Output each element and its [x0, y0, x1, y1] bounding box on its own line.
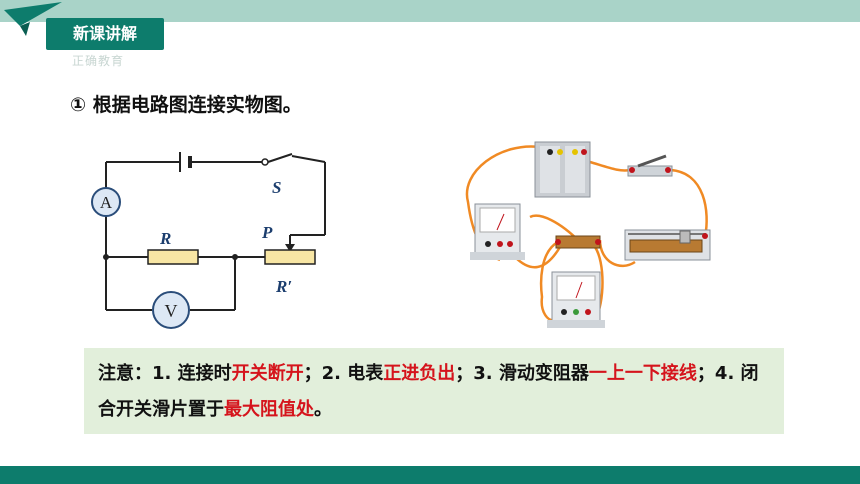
ammeter-label: A: [100, 193, 113, 212]
bottom-bar: [0, 466, 860, 484]
slider-label: P: [261, 223, 273, 242]
battery-box: [534, 141, 591, 198]
rheostat-label: R′: [275, 277, 292, 296]
note-highlight: 正进负出: [383, 363, 456, 384]
switch-blade: [267, 153, 293, 163]
voltmeter: [152, 291, 190, 329]
paper-plane-icon: [4, 2, 62, 36]
page-heading: ① 根据电路图连接实物图。: [70, 94, 302, 116]
fixed-resistor: [555, 235, 601, 249]
resistor-R: [147, 249, 199, 265]
switch-label: S: [272, 178, 281, 197]
ammeter: [91, 187, 121, 217]
wires: [465, 145, 708, 322]
circuit-diagram: A V S R P R′: [91, 152, 326, 329]
note-highlight: 开关断开: [231, 363, 304, 384]
section-tag: 新课讲解: [46, 18, 164, 50]
top-bar: [0, 0, 860, 22]
knife-switch: [627, 154, 673, 177]
junction-dot: [232, 254, 238, 260]
junction-dot: [103, 254, 109, 260]
voltmeter-device: [547, 271, 605, 328]
voltmeter-label: V: [165, 301, 178, 321]
note-highlight: 最大阻值处: [224, 399, 314, 420]
note-text: ；3. 滑动变阻器: [455, 363, 589, 384]
watermark: 正确教育: [72, 54, 125, 68]
note-text: 注意：1. 连接时: [98, 363, 232, 384]
apparatus-illustration: [465, 141, 711, 328]
sliding-rheostat: [624, 229, 711, 261]
switch-terminal: [261, 158, 269, 166]
note-text: 。: [314, 399, 332, 420]
note-text: ；4. 闭合开关滑片置于: [98, 363, 759, 420]
slider-arrow: [285, 244, 295, 252]
rheostat-body: [264, 249, 316, 265]
note-highlight: 一上一下接线: [588, 363, 697, 384]
note-box: 注意：1. 连接时开关断开；2. 电表正进负出；3. 滑动变阻器一上一下接线；4…: [84, 348, 784, 434]
ammeter-device: [470, 203, 525, 260]
note-text: ；2. 电表: [303, 363, 384, 384]
resistor-label: R: [159, 229, 171, 248]
